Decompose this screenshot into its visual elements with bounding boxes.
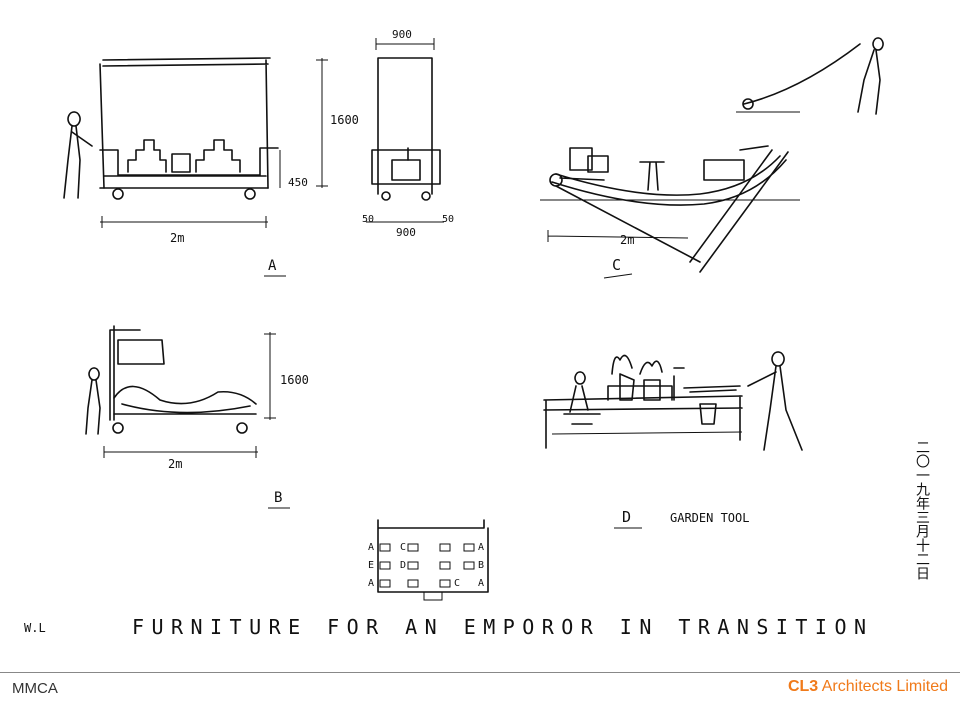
sketch-d-garden-tool: D GARDEN TOOL	[543, 351, 803, 529]
sketch-d-label: D	[622, 508, 631, 526]
sketch-c-width-dim: 2m	[620, 233, 634, 247]
sketch-a-height-dim: 1600	[330, 113, 359, 127]
sketch-c-label: C	[612, 256, 621, 274]
legend-right-2: B	[478, 560, 484, 571]
legend-left-2: E	[368, 560, 374, 571]
sketch-b-label: B	[274, 490, 282, 506]
drawing-title: FURNITURE FOR AN EMPOROR IN TRANSITION	[132, 615, 872, 639]
sketch-b-chaise: 2m 1600 B	[85, 325, 309, 509]
footer-brand-name: Architects Limited	[821, 678, 948, 695]
legend-left-3: A	[368, 578, 374, 589]
legend-right-1: A	[478, 542, 484, 553]
vertical-date: 二〇一九年三月十二日	[914, 440, 930, 580]
sketch-a-side: 900 900 50 50	[362, 28, 454, 239]
sketch-b-height-dim: 1600	[280, 373, 309, 387]
footer-divider	[0, 672, 960, 673]
legend-mid-1: C	[400, 542, 406, 553]
sketch-a-side-bottom-dim: 900	[396, 226, 416, 239]
sketch-a-front: 2m 1600 450 A	[63, 57, 359, 277]
legend-right-3: A	[478, 578, 484, 589]
footer-brand-mark: CL3	[787, 678, 819, 695]
layout-legend: A E A C D C A B A	[368, 519, 489, 601]
sketch-b-width-dim: 2m	[168, 457, 182, 471]
sketch-drawing: 2m 1600 450 A 900 900 50 50	[24, 28, 930, 639]
footer-left-label: MMCA	[12, 680, 58, 697]
sketch-a-side-right-dim: 50	[442, 214, 454, 225]
legend-left-1: A	[368, 542, 374, 553]
sketch-a-side-left-dim: 50	[362, 214, 374, 225]
legend-mid-3: C	[454, 578, 460, 589]
sketch-c-boat: 2m C	[540, 37, 884, 279]
sketch-d-caption: GARDEN TOOL	[670, 511, 749, 525]
legend-mid-2: D	[400, 560, 406, 571]
sketch-a-width-dim: 2m	[170, 231, 184, 245]
footer-brand: CL3 Architects Limited	[788, 678, 948, 696]
signature: W.L	[24, 621, 46, 635]
sketch-a-seat-dim: 450	[288, 176, 308, 189]
sketch-a-side-top-dim: 900	[392, 28, 412, 41]
sketch-a-label: A	[268, 258, 277, 274]
